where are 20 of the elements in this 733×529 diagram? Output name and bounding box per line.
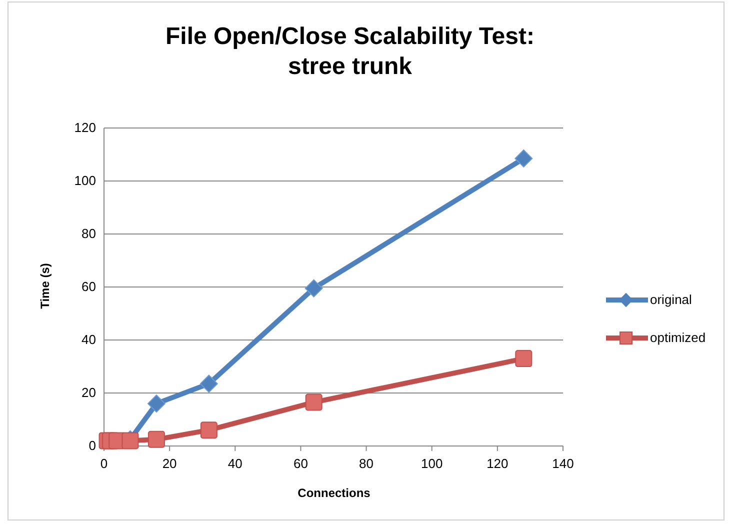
y-axis-title: Time (s): [38, 262, 52, 311]
y-tick-label: 100: [73, 173, 96, 188]
x-tick-label: 40: [226, 456, 244, 471]
y-tick-label: 80: [80, 226, 96, 241]
x-tick-label: 20: [161, 456, 178, 471]
x-tick-label: 0: [99, 456, 109, 471]
x-tick-label: 100: [420, 456, 444, 471]
y-tick-label: 120: [73, 120, 96, 135]
x-tick-label: 140: [551, 456, 575, 471]
y-tick-label: 40: [80, 332, 96, 347]
y-tick-label: 0: [88, 438, 96, 453]
x-axis-title: Connections: [296, 486, 372, 500]
legend-label: original: [650, 292, 692, 307]
chart-title: File Open/Close Scalability Test: stree trunk: [164, 22, 536, 82]
x-tick-label: 120: [486, 456, 510, 471]
y-tick-label: 60: [80, 279, 96, 294]
y-tick-label: 20: [80, 385, 96, 400]
legend-label: optimized: [650, 330, 706, 345]
x-tick-label: 80: [358, 456, 375, 471]
x-tick-label: 60: [292, 456, 309, 471]
